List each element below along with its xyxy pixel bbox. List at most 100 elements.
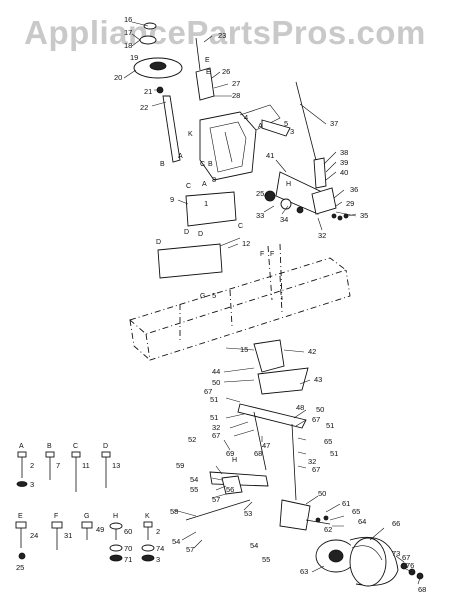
- legend-extra2-h: 71: [124, 555, 132, 564]
- callout-38: 38: [340, 148, 348, 157]
- callout-20: 20: [114, 73, 122, 82]
- callout-40: 40: [340, 168, 348, 177]
- legend-letter-a: A: [19, 443, 24, 450]
- watermark: AppliancePartsPros.com: [24, 14, 426, 51]
- pivot-bolt[interactable]: [261, 119, 291, 137]
- callout-16: 16: [124, 15, 132, 24]
- tire-face: [349, 537, 387, 587]
- callout-48: 48: [296, 403, 304, 412]
- callout-50-right: 50: [316, 405, 324, 414]
- callout-32-right: 32: [308, 457, 316, 466]
- callout-54: 54: [190, 475, 198, 484]
- lower-cover-plate[interactable]: [157, 243, 223, 279]
- gear-nut[interactable]: [296, 206, 304, 214]
- callout-67-left: 67: [204, 387, 212, 396]
- callout-58: 58: [170, 507, 178, 516]
- callout-29: 29: [346, 199, 354, 208]
- callout-68: 68: [254, 449, 262, 458]
- tie-bar[interactable]: [185, 499, 251, 521]
- callout-51-low: 51: [330, 449, 338, 458]
- callout-9: 9: [170, 195, 174, 204]
- legend-num-d: 13: [112, 461, 120, 470]
- callout-22: 22: [140, 103, 148, 112]
- callout-76: 76: [406, 561, 414, 570]
- callout-54-low: 54: [172, 537, 180, 546]
- callout-44: 44: [212, 367, 220, 376]
- wheel-hub[interactable]: [328, 549, 344, 563]
- callout-42: 42: [308, 347, 316, 356]
- legend-letter-d: D: [103, 443, 108, 450]
- ref-letter-d-2: D: [184, 229, 189, 236]
- steering-hub: [149, 61, 167, 71]
- callout-25: 25: [256, 189, 264, 198]
- callout-37: 37: [330, 119, 338, 128]
- steering-gear-plate[interactable]: [275, 171, 323, 215]
- frame-rail-top: [129, 257, 347, 335]
- spindle-rod-left[interactable]: [253, 411, 267, 471]
- callout-43: 43: [314, 375, 322, 384]
- callout-65-low: 65: [352, 507, 360, 516]
- legend-letter-b: B: [47, 443, 52, 450]
- ref-letter-h-2: H: [232, 457, 237, 464]
- tie-rod-end[interactable]: [313, 157, 327, 189]
- ref-letter-a-2: A: [178, 153, 183, 160]
- steering-arm[interactable]: [221, 475, 243, 495]
- legend-num-c: 11: [82, 461, 90, 470]
- callout-67-wheel: 67: [402, 553, 410, 562]
- spindle-rod-right[interactable]: [291, 423, 297, 501]
- legend-num-k: 2: [156, 527, 160, 536]
- ref-letter-e-2: E: [206, 69, 211, 76]
- ref-letter-e-top: E: [205, 57, 210, 64]
- upper-cover-plate[interactable]: [185, 191, 237, 227]
- reference-letters: E E K A B A C B C C H A D D D F F G H: [156, 57, 291, 464]
- front-axle[interactable]: [237, 403, 307, 429]
- callout-27: 27: [232, 79, 240, 88]
- steering-insert[interactable]: [143, 22, 157, 30]
- axle-support-plate[interactable]: [257, 367, 309, 395]
- tie-rod[interactable]: [295, 81, 319, 169]
- callout-15: 15: [240, 345, 248, 354]
- callout-55-low: 55: [262, 555, 270, 564]
- callout-5-top: 5: [284, 119, 288, 128]
- legend-num-b: 7: [56, 461, 60, 470]
- steering-cap[interactable]: [139, 35, 157, 45]
- callout-56: 56: [226, 485, 234, 494]
- ref-letter-f-1: F: [260, 251, 264, 258]
- ref-letter-b-2: B: [208, 161, 213, 168]
- right-spindle[interactable]: [279, 499, 311, 531]
- callout-28: 28: [232, 91, 240, 100]
- callout-62: 62: [324, 525, 332, 534]
- ref-letter-a-3: A: [202, 181, 207, 188]
- ref-letter-k: K: [188, 131, 193, 138]
- callout-36: 36: [350, 185, 358, 194]
- callout-63: 63: [300, 567, 308, 576]
- callout-41: 41: [266, 151, 274, 160]
- gear-spacer[interactable]: [280, 198, 292, 210]
- ref-letter-c-2: C: [186, 183, 191, 190]
- callout-65: 65: [324, 437, 332, 446]
- wheel-washer[interactable]: [400, 562, 408, 570]
- steering-coupler[interactable]: [195, 67, 215, 101]
- pinion-gear[interactable]: [264, 190, 276, 202]
- legend-bolt-a-head: [17, 451, 27, 458]
- legend-letter-h: H: [113, 513, 118, 520]
- callout-3: 3: [290, 127, 294, 136]
- callout-21: 21: [144, 87, 152, 96]
- legend-extra1-h: 70: [124, 544, 132, 553]
- ref-letter-c-1: C: [200, 161, 205, 168]
- axle-pivot-bracket[interactable]: [253, 339, 285, 373]
- steering-wheel-assembly: [133, 22, 215, 163]
- ref-letter-b-1: B: [160, 161, 165, 168]
- steering-shaft[interactable]: [162, 95, 181, 163]
- callout-69: 69: [226, 449, 234, 458]
- callout-19: 19: [130, 53, 138, 62]
- callout-26: 26: [222, 67, 230, 76]
- callout-67-low: 67: [312, 465, 320, 474]
- callout-61: 61: [342, 499, 350, 508]
- leader-lines: [123, 21, 421, 585]
- legend-washer-e-num: 25: [16, 563, 24, 572]
- sector-gear[interactable]: [311, 187, 337, 215]
- hub-cap[interactable]: [416, 572, 424, 580]
- callout-55: 55: [190, 485, 198, 494]
